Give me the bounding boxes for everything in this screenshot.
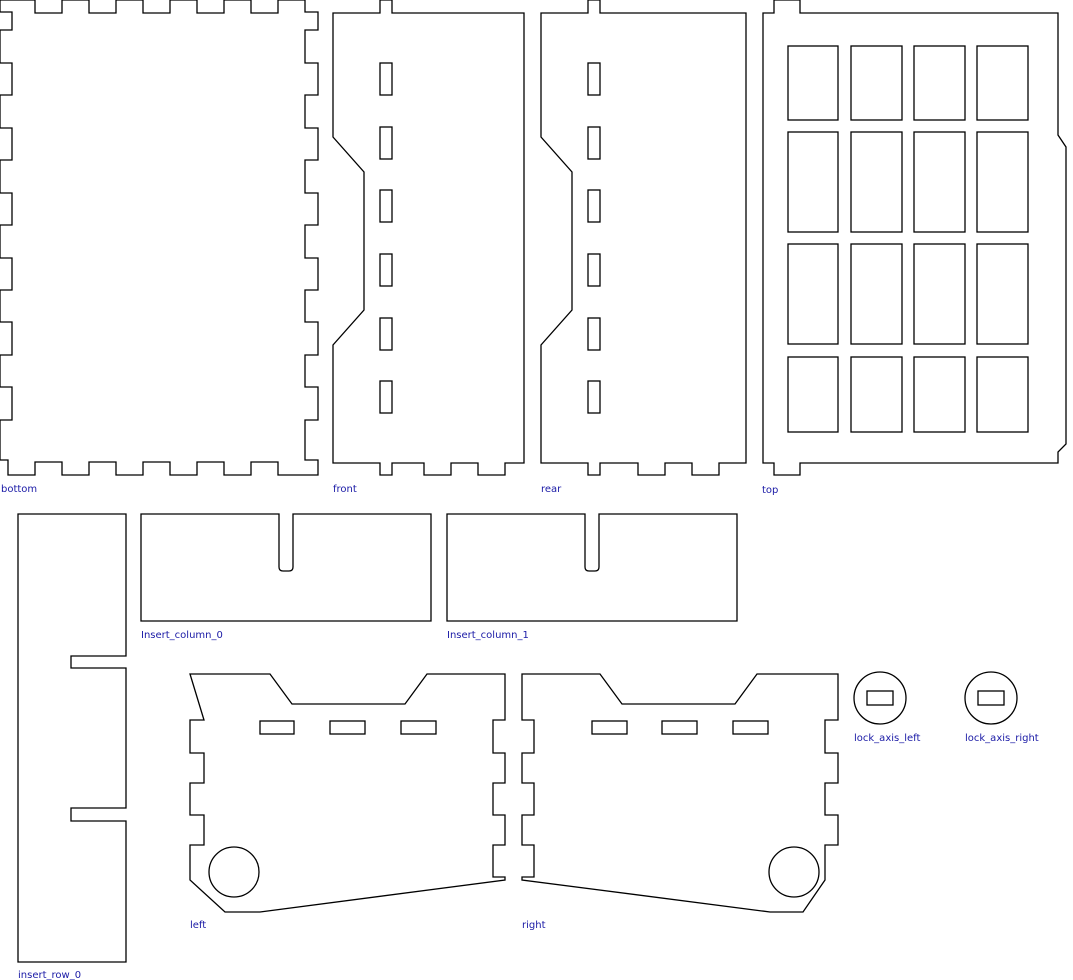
part-front: front	[332, 0, 525, 495]
top-window	[976, 243, 1029, 345]
label-rear: rear	[541, 484, 562, 495]
top-outline	[762, 0, 1067, 476]
part-bottom: bottom	[0, 0, 319, 495]
top-window	[976, 131, 1029, 233]
top-window	[787, 356, 839, 433]
bottom-outline	[0, 0, 319, 476]
top-window	[913, 131, 966, 233]
top-window	[976, 356, 1029, 433]
insert-column-1-outline	[446, 513, 738, 622]
label-right: right	[522, 920, 546, 931]
right-slot	[591, 720, 628, 735]
label-left: left	[190, 920, 206, 931]
part-left: left	[189, 673, 506, 931]
label-insert-column-1: Insert_column_1	[447, 630, 529, 641]
part-insert-row-0: insert_row_0	[17, 513, 127, 980]
label-bottom: bottom	[1, 484, 37, 495]
right-axis-hole	[768, 846, 820, 898]
label-lock-axis-left: lock_axis_left	[854, 733, 920, 744]
label-insert-row-0: insert_row_0	[18, 970, 81, 980]
label-insert-column-0: Insert_column_0	[141, 630, 223, 641]
part-insert-column-1: Insert_column_1	[446, 513, 738, 641]
front-slot	[379, 189, 393, 223]
label-front: front	[333, 484, 357, 495]
top-window	[850, 45, 903, 121]
insert-column-0-outline	[140, 513, 432, 622]
left-outline	[189, 673, 506, 913]
front-slot	[379, 126, 393, 160]
rear-slot	[587, 253, 601, 287]
left-slot	[400, 720, 437, 735]
top-window-grid	[787, 45, 1029, 433]
rear-slot	[587, 189, 601, 223]
top-window	[913, 356, 966, 433]
top-window	[787, 243, 839, 345]
rear-slot	[587, 126, 601, 160]
top-window	[913, 45, 966, 121]
top-window	[787, 45, 839, 121]
lock-axis-right-slot	[977, 690, 1005, 706]
part-top: top	[762, 0, 1067, 496]
part-insert-column-0: Insert_column_0	[140, 513, 432, 641]
insert-row-0-outline	[17, 513, 127, 963]
part-lock-axis-left: lock_axis_left	[853, 671, 920, 744]
lock-axis-right-outline	[964, 671, 1018, 725]
right-outline	[521, 673, 839, 913]
label-lock-axis-right: lock_axis_right	[965, 733, 1039, 744]
part-lock-axis-right: lock_axis_right	[964, 671, 1039, 744]
lock-axis-left-outline	[853, 671, 907, 725]
front-outline	[332, 0, 525, 476]
top-window	[913, 243, 966, 345]
part-rear: rear	[540, 0, 747, 495]
top-window	[850, 356, 903, 433]
left-slot	[329, 720, 366, 735]
part-right: right	[521, 673, 839, 931]
left-axis-hole	[208, 846, 260, 898]
rear-slot	[587, 62, 601, 96]
front-slot	[379, 317, 393, 351]
left-slot	[259, 720, 295, 735]
right-slot	[732, 720, 769, 735]
front-slot	[379, 62, 393, 96]
top-window	[787, 131, 839, 233]
lock-axis-left-slot	[866, 690, 894, 706]
right-slot	[661, 720, 698, 735]
label-top: top	[762, 485, 778, 496]
rear-slot	[587, 317, 601, 351]
top-window	[850, 243, 903, 345]
rear-slot	[587, 380, 601, 414]
front-slot	[379, 380, 393, 414]
rear-outline	[540, 0, 747, 476]
front-slot	[379, 253, 393, 287]
top-window	[976, 45, 1029, 121]
top-window	[850, 131, 903, 233]
